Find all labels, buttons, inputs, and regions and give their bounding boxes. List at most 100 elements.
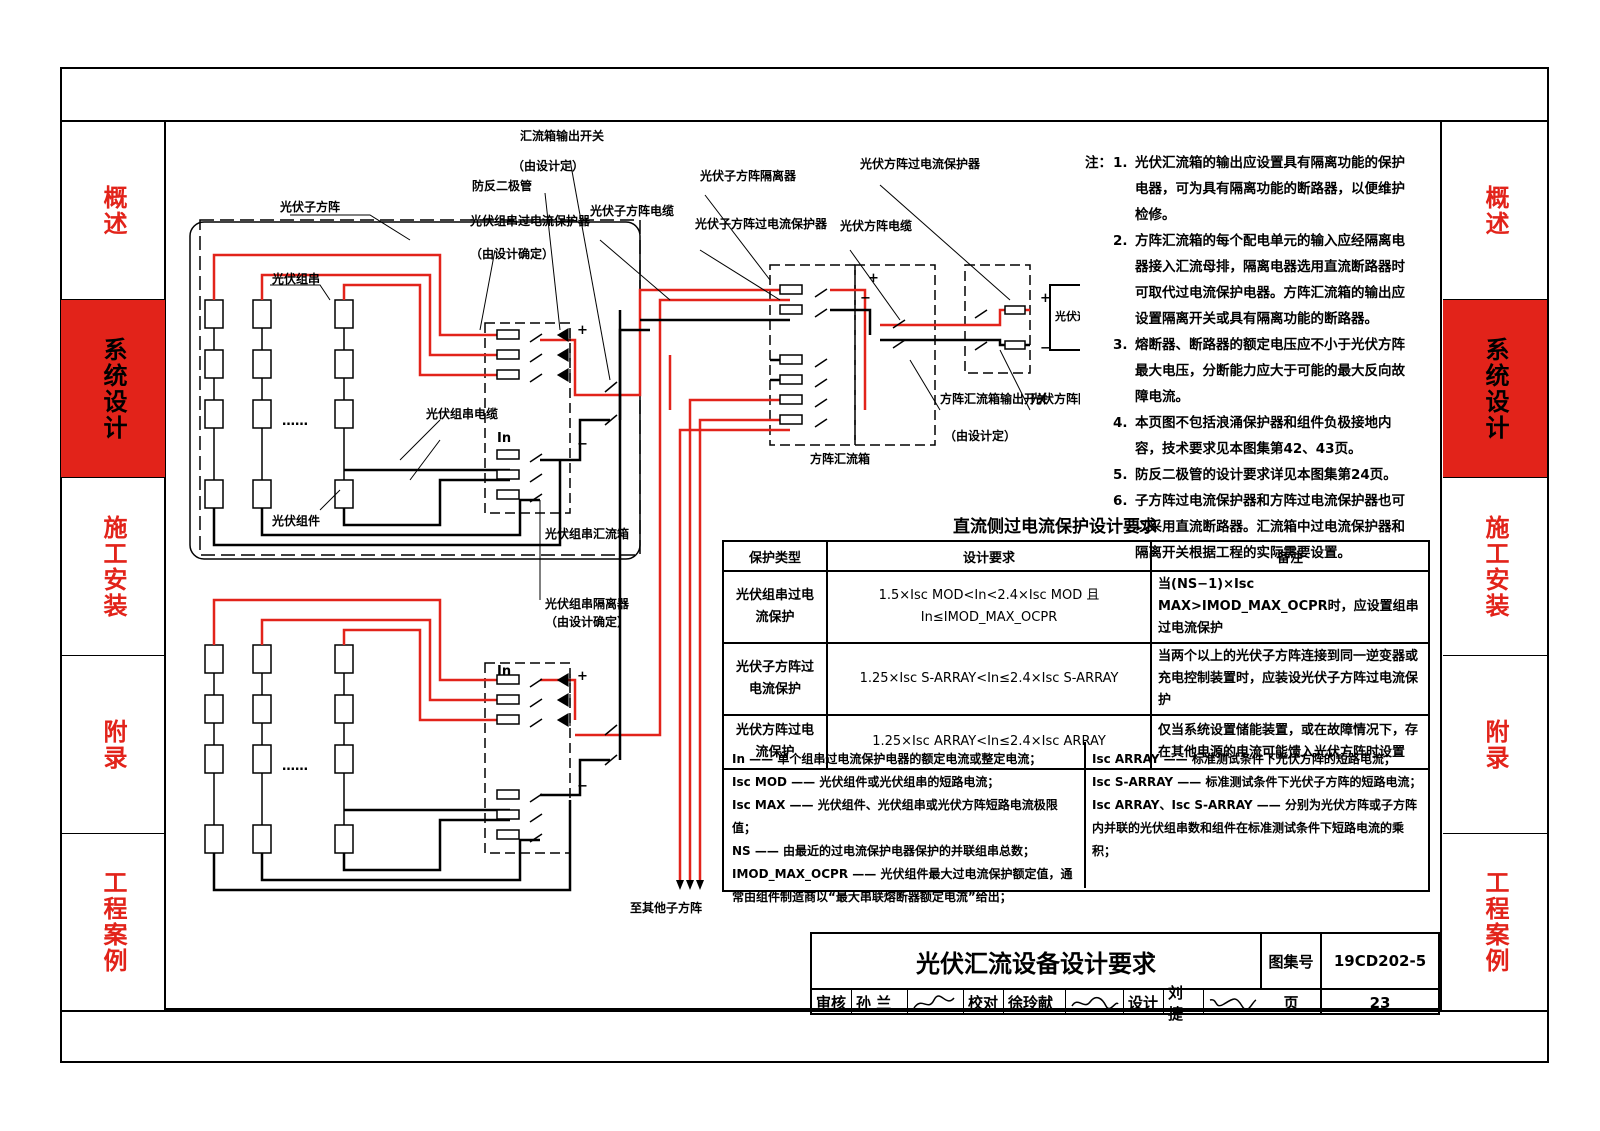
header-remark: 备注	[1150, 540, 1430, 572]
note-text: 防反二极管的设计要求详见本图集第24页。	[1135, 467, 1397, 483]
label-string-isolator-note: （由设计确定）	[545, 614, 629, 629]
label-array-combiner-output-switch-note: （由设计定）	[944, 428, 1016, 443]
tab-label: 概述	[99, 184, 127, 237]
review-label: 审核	[812, 990, 852, 1015]
note-item: 3.熔断器、断路器的额定电压应不小于光伏方阵最大电压，分断能力应大于可能的最大反…	[1113, 337, 1405, 405]
bottom-rule	[60, 1010, 1549, 1012]
tab-label: 系统设计	[99, 336, 127, 441]
definition-item: IMOD_MAX_OCPR —— 光伏组件最大过电流保护额定值，通常由组件制造商…	[732, 867, 1073, 904]
protection-requirements-table: 保护类型 设计要求 备注 光伏组串过电流保护 1.5×Isc MOD<In<2.…	[722, 540, 1430, 770]
tab-label: 附录	[1481, 718, 1509, 771]
cell-type: 光伏子方阵过电流保护	[722, 642, 828, 716]
cell-remark: 当(NS−1)×Isc MAX>IMOD_MAX_OCPR时，应设置组串过电流保…	[1150, 570, 1430, 644]
ellipsis: ……	[282, 414, 308, 429]
leader-lines	[270, 159, 1031, 600]
tab-system-design-left[interactable]: 系统设计	[61, 300, 165, 478]
tab-installation-left[interactable]: 施工安装	[61, 478, 165, 656]
header-requirement: 设计要求	[826, 540, 1152, 572]
drawing-title: 光伏汇流设备设计要求	[812, 934, 1262, 990]
module-column	[204, 644, 354, 854]
reviewer-name: 孙 兰	[852, 990, 908, 1015]
label-array-combiner: 方阵汇流箱	[810, 451, 870, 466]
cell-requirement: 1.25×Isc ARRAY<In≤2.4×Isc ARRAY	[826, 714, 1152, 770]
plus-sign: +	[868, 271, 879, 286]
array-combiner-outer	[854, 264, 936, 446]
reviewer-signature	[908, 990, 964, 1015]
positive-wiring-upper	[212, 253, 1030, 880]
note-item: 4.本页图不包括浪涌保护器和组件负极接地内容，技术要求见本图集第42、43页。	[1113, 415, 1392, 457]
pv-wiring-diagram: + − + − + − + − In In …… …… 光伏子方阵 光伏组串 光…	[189, 128, 1080, 915]
signature-icon	[1071, 996, 1119, 1009]
atlas-label: 图集号	[1262, 934, 1322, 990]
minus-sign: −	[860, 291, 871, 306]
label-combiner-output-switch: 汇流箱输出开关	[520, 128, 604, 143]
tab-label: 工程案例	[1481, 869, 1509, 974]
label-to-other-sub-array: 至其他子方阵	[630, 900, 702, 915]
note-text: 方阵汇流箱的每个配电单元的输入应经隔离电器接入汇流母排，隔离电器选用直流断路器时…	[1135, 233, 1405, 327]
tab-overview-right[interactable]: 概述	[1443, 122, 1547, 300]
pv-modules	[204, 299, 354, 854]
string-combiner-box-1	[484, 322, 571, 514]
label-array-cable: 光伏方阵电缆	[839, 218, 912, 233]
design-label: 设计	[1124, 990, 1164, 1015]
plus-sign: +	[1040, 291, 1051, 306]
header-type: 保护类型	[722, 540, 828, 572]
minus-sign: −	[577, 779, 588, 794]
definition-item: Isc MOD —— 光伏组件或光伏组串的短路电流；	[732, 775, 1000, 789]
label-string-combiner: 光伏组串汇流箱	[544, 526, 629, 541]
definition-item: In —— 单个组串过电流保护电器的额定电流或整定电流；	[732, 752, 1042, 766]
design-notes: 注： 1.光伏汇流箱的输出应设置具有隔离功能的保护电器，可为具有隔离功能的断路器…	[1085, 150, 1415, 566]
tab-label: 附录	[99, 718, 127, 771]
string-combiner-box-2	[484, 662, 571, 854]
fuse-symbols	[496, 284, 1026, 840]
signature-icon	[913, 994, 955, 1008]
minus-sign: −	[577, 437, 588, 452]
note-text: 本页图不包括浪涌保护器和组件负极接地内容，技术要求见本图集第42、43页。	[1135, 415, 1392, 457]
table-row: 光伏方阵过电流保护 1.25×Isc ARRAY<In≤2.4×Isc ARRA…	[722, 714, 1430, 770]
minus-sign: −	[1040, 341, 1051, 356]
module-column	[204, 299, 354, 509]
label-sub-array-ocp: 光伏子方阵过电流保护器	[694, 216, 828, 231]
definition-item: NS —— 由最近的过电流保护电器保护的并联组串总数；	[732, 844, 1036, 858]
cell-type: 光伏组串过电流保护	[722, 570, 828, 644]
label-string-ocp-note: （由设计确定）	[470, 246, 554, 261]
tab-label: 施工安装	[1481, 514, 1509, 619]
tab-label: 工程案例	[99, 869, 127, 974]
label-string: 光伏组串	[271, 271, 320, 286]
tab-overview-left[interactable]: 概述	[61, 122, 165, 300]
tab-cases-right[interactable]: 工程案例	[1443, 834, 1547, 1009]
sub-array-outline-top	[199, 219, 641, 556]
label-array-ocp: 光伏方阵过电流保护器	[859, 156, 981, 171]
note-item: 2.方阵汇流箱的每个配电单元的输入应经隔离电器接入汇流母排，隔离电器选用直流断路…	[1113, 233, 1405, 327]
definition-item: Isc ARRAY、Isc S-ARRAY —— 分别为光伏方阵或子方阵内并联的…	[1092, 798, 1417, 858]
label-array-isolator: 光伏方阵隔离开关	[1029, 391, 1080, 406]
tab-installation-right[interactable]: 施工安装	[1443, 478, 1547, 656]
label-string-cable: 光伏组串电缆	[425, 406, 498, 421]
label-string-ocp: 光伏组串过电流保护器	[469, 213, 591, 228]
label-sub-array-isolator: 光伏子方阵隔离器	[699, 168, 797, 183]
tab-appendix-right[interactable]: 附录	[1443, 656, 1547, 834]
blocking-diodes	[556, 327, 571, 728]
in-symbol: In	[497, 431, 511, 446]
title-block: 光伏汇流设备设计要求 图集号 19CD202-5 页 23 审核 孙 兰 校对 …	[810, 932, 1440, 1023]
cell-type: 光伏方阵过电流保护	[722, 714, 828, 770]
signature-icon	[1209, 997, 1257, 1010]
switch-symbols	[529, 288, 988, 843]
tab-system-design-right[interactable]: 系统设计	[1443, 300, 1547, 478]
symbol-definitions: In —— 单个组串过电流保护电器的额定电流或整定电流； Isc MOD —— …	[722, 742, 1430, 904]
tab-cases-left[interactable]: 工程案例	[61, 834, 165, 1009]
plus-sign: +	[577, 669, 588, 684]
array-isolator-box	[964, 264, 1031, 374]
definition-item: Isc MAX —— 光伏组件、光伏组串或光伏方阵短路电流极限值；	[732, 798, 1058, 835]
tab-label: 系统设计	[1481, 336, 1509, 441]
note-text: 熔断器、断路器的额定电压应不小于光伏方阵最大电压，分断能力应大于可能的最大反向故…	[1135, 337, 1405, 405]
tab-appendix-left[interactable]: 附录	[61, 656, 165, 834]
cell-remark: 仅当系统设置储能装置，或在故障情况下，存在其他电源的电流可能馈入光伏方阵时设置	[1150, 714, 1430, 770]
negative-wiring	[212, 308, 1030, 892]
designer-name: 刘 捷	[1164, 984, 1204, 1023]
table-header-row: 保护类型 设计要求 备注	[722, 540, 1430, 572]
cell-requirement: 1.5×Isc MOD<In<2.4×Isc MOD 且In≤IMOD_MAX_…	[826, 570, 1152, 644]
label-combiner-output-switch-note: （由设计定）	[512, 158, 584, 173]
outer-border	[60, 67, 1549, 1063]
notes-head: 注：	[1085, 155, 1112, 171]
